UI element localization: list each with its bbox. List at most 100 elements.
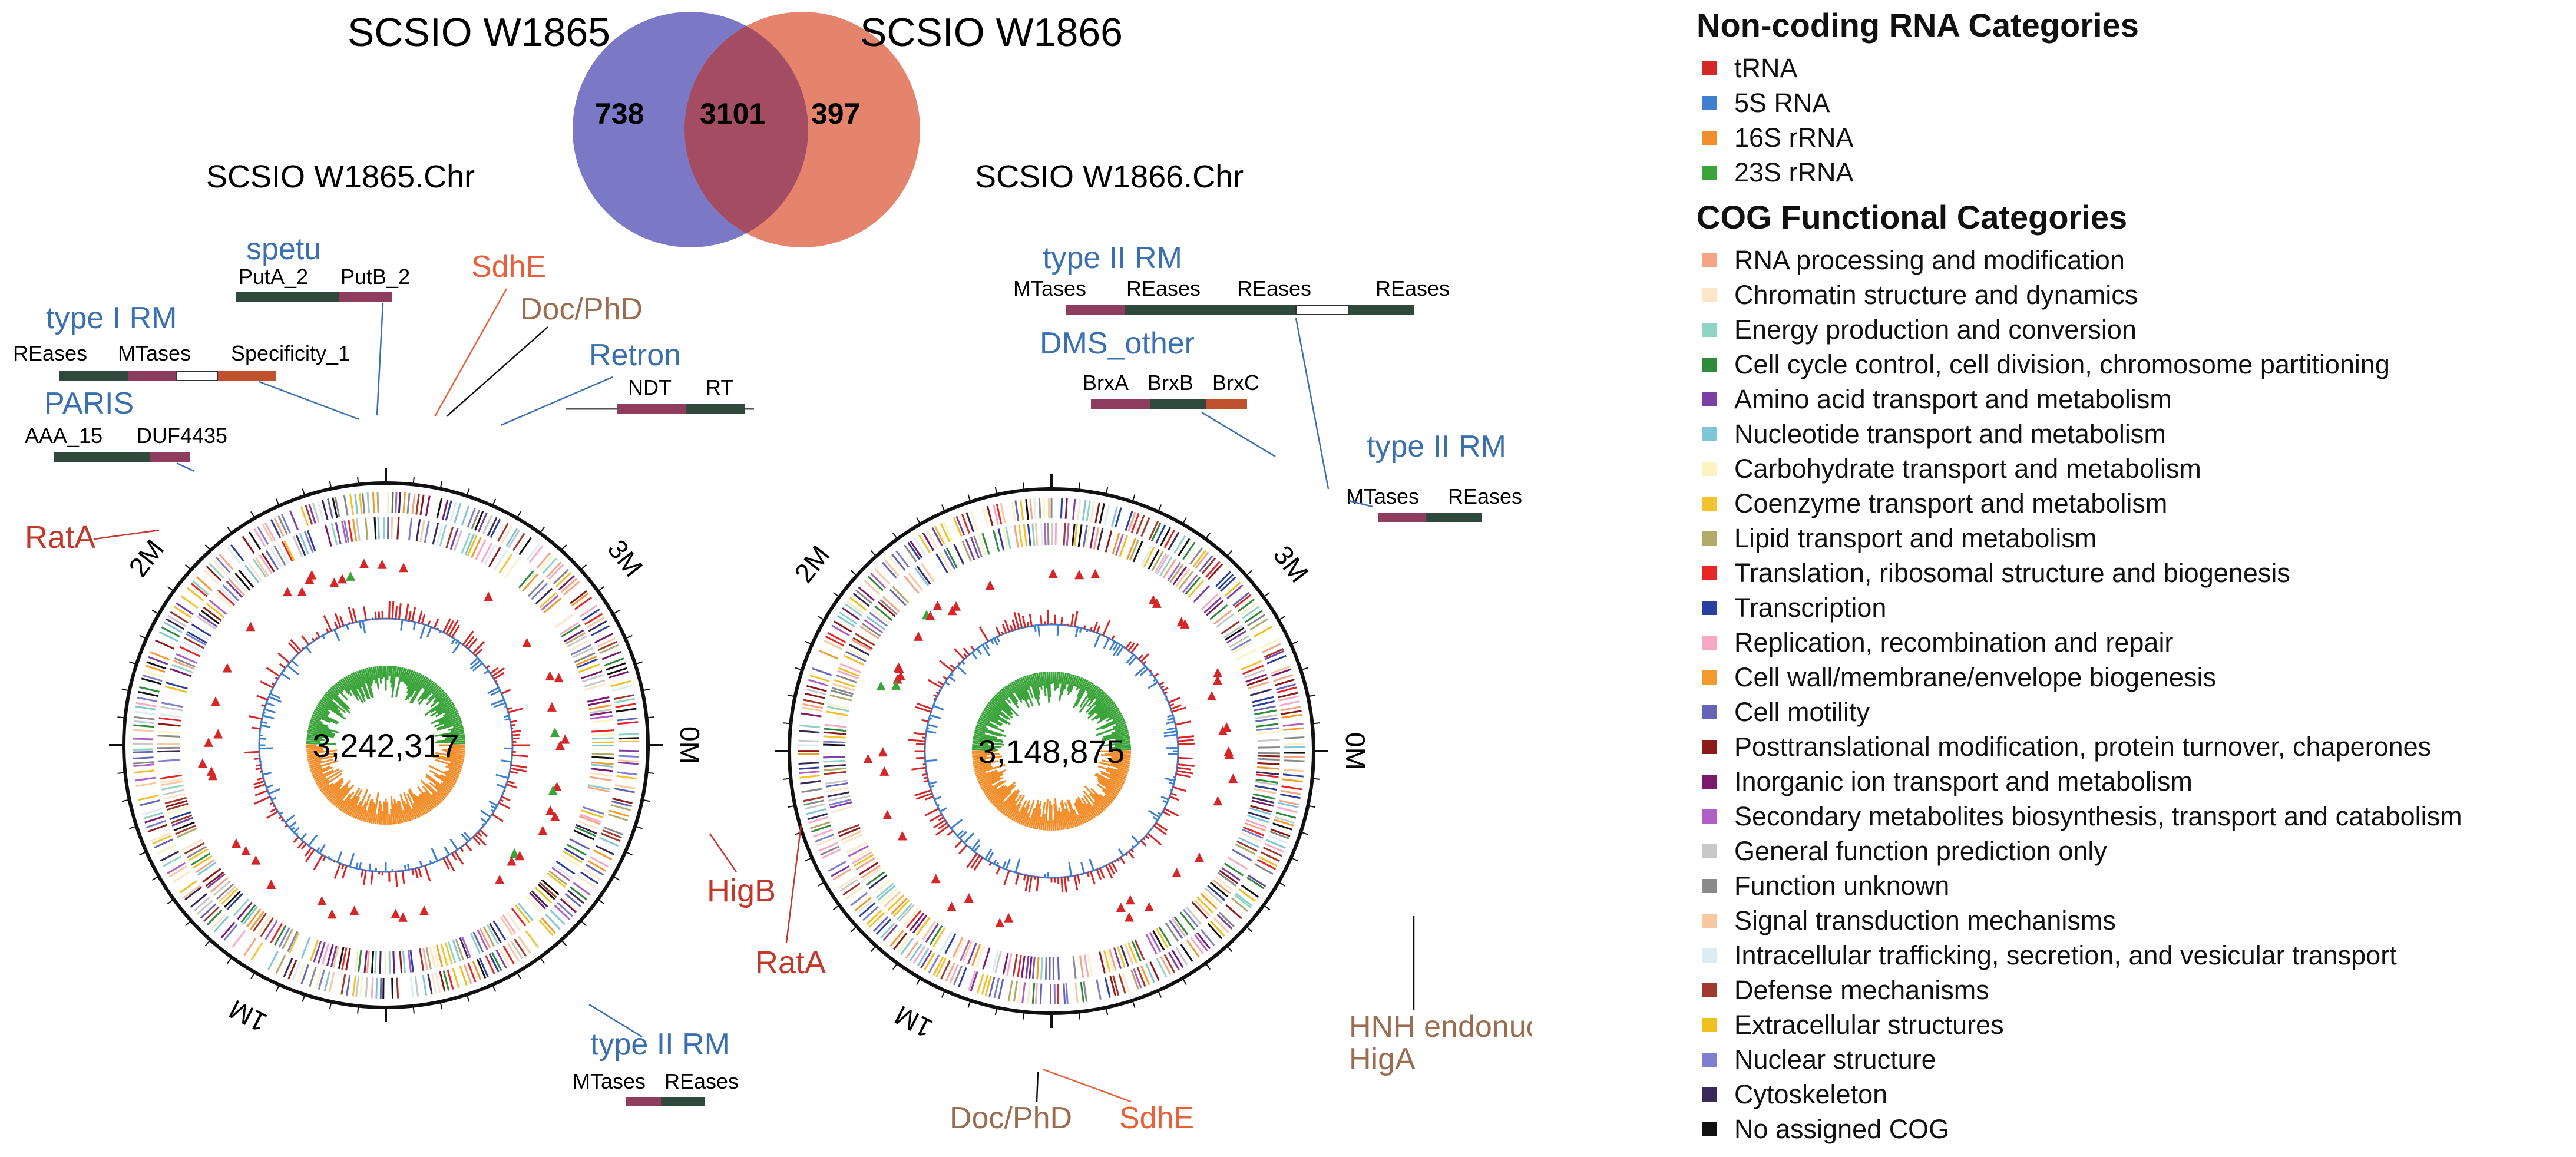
gc-content-bar: [1011, 619, 1017, 630]
gene-bar: [849, 643, 870, 656]
gc-content-bar: [288, 642, 300, 654]
gene-bar: [321, 500, 329, 520]
gc-skew-bar: [309, 758, 333, 767]
gc-content-bar: [484, 670, 489, 675]
gc-skew-bar: [356, 806, 363, 820]
scale-tick: [1263, 591, 1271, 598]
gc-skew-bar: [420, 779, 443, 802]
gene-bar: [618, 755, 639, 758]
gene-bar: [491, 951, 502, 971]
callout-dms: [1201, 411, 1276, 458]
gene-bar: [918, 534, 931, 554]
gene-bar: [804, 803, 825, 810]
gene-bar: [1182, 574, 1198, 593]
cog-legend-item: Energy production and conversion: [1697, 312, 2568, 347]
gene-bar: [872, 879, 891, 895]
gc-skew-bar: [434, 729, 465, 738]
label-mtases-1b: MTases: [573, 1069, 646, 1093]
gc-skew-bar: [1072, 680, 1089, 709]
gc-skew-bar: [1011, 803, 1022, 821]
gene-bar: [359, 493, 363, 514]
gc-content-bar: [915, 743, 925, 746]
venn-overlap: [684, 12, 808, 247]
gc-content-bar: [1111, 862, 1118, 872]
gene-bar: [490, 518, 501, 538]
gene-bar: [996, 503, 1003, 524]
gc-content-bar: [297, 841, 305, 849]
gene-bar: [1189, 547, 1203, 565]
gc-content-bar: [465, 843, 472, 852]
gc-content-bar: [501, 796, 511, 802]
gene-bar: [568, 639, 590, 652]
gc-skew-bar: [306, 736, 322, 740]
gc-skew-bar: [1004, 686, 1019, 705]
cog-swatch: [1702, 531, 1717, 546]
gc-content-bar: [472, 662, 483, 672]
gc-content-bar: [301, 635, 310, 646]
gc-content-bar: [1134, 666, 1146, 677]
label-rata-1: RatA: [25, 520, 95, 555]
ncrna-marker: [891, 680, 901, 690]
cog-swatch: [1702, 322, 1717, 337]
gene-bar: [1140, 517, 1150, 537]
gc-skew-bar: [318, 773, 342, 789]
gc-content-bar: [1096, 625, 1101, 633]
gc-content-bar: [266, 784, 273, 789]
gene-bar: [616, 708, 637, 713]
gene-bar: [565, 632, 586, 645]
gene-bar: [364, 517, 369, 540]
scale-tick: [994, 487, 998, 495]
gene-bar: [839, 663, 862, 673]
gene-bar: [618, 733, 639, 736]
gene-bar: [1226, 584, 1244, 600]
gc-skew-bar: [431, 710, 458, 725]
gene-bar: [970, 971, 978, 992]
gene-bar: [806, 808, 826, 815]
gene-bar: [577, 820, 599, 830]
gc-skew-bar: [972, 753, 1000, 756]
gene-bar: [455, 938, 465, 961]
gene-bar: [1172, 566, 1188, 586]
gc-content-bar: [289, 821, 297, 828]
gc-skew-bar: [1075, 676, 1081, 687]
gc-content-bar: [963, 832, 975, 844]
gene-bar: [1155, 524, 1166, 544]
cog-legend-item: Intracellular trafficking, secretion, an…: [1697, 938, 2568, 973]
gc-skew-bar: [320, 782, 334, 793]
gc-content-bar: [504, 718, 510, 721]
gc-content-bar: [260, 724, 271, 728]
gene-bar: [220, 921, 236, 938]
gene-bar: [1047, 523, 1050, 546]
gc-content-bar: [459, 847, 464, 852]
gc-content-bar: [474, 648, 483, 657]
gene-bar: [823, 741, 846, 744]
gc-skew-bar: [1100, 718, 1125, 730]
gc-content-bar: [970, 855, 981, 869]
gene-bar: [570, 590, 587, 604]
gc-skew-bar: [1094, 693, 1107, 706]
genome-size-label: 3,242,317: [312, 727, 459, 764]
gene-bar: [818, 842, 838, 852]
gc-skew-bar: [1022, 676, 1029, 690]
gene-bar: [485, 955, 495, 975]
gene-bar: [200, 903, 217, 919]
gene-bar: [166, 682, 188, 690]
gc-content-bar: [1127, 851, 1135, 859]
gene-rt: [686, 404, 745, 414]
gc-content-bar: [943, 676, 948, 680]
gc-skew-bar: [1102, 732, 1129, 740]
gc-content-bar: [261, 721, 267, 725]
label-putb: PutB_2: [340, 265, 410, 289]
gene-bar: [161, 626, 181, 638]
gc-skew-bar: [1068, 799, 1079, 827]
gc-content-bar: [488, 800, 498, 806]
gene-bar: [146, 661, 167, 670]
gene-reases-2d: [1426, 513, 1482, 522]
gene-bar: [196, 900, 213, 915]
gene-bar: [363, 950, 368, 973]
gene-bar: [1025, 956, 1030, 979]
gc-content-bar: [1070, 614, 1074, 626]
gc-content-bar: [291, 827, 295, 831]
gene-bar: [340, 974, 346, 995]
gc-skew-bar: [307, 755, 336, 763]
